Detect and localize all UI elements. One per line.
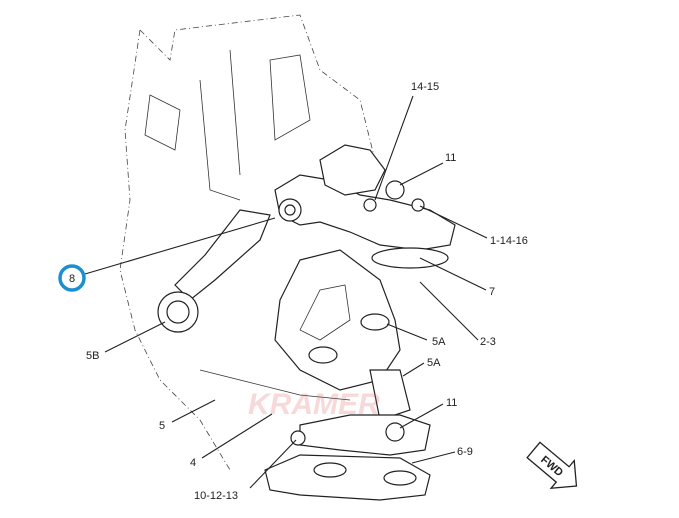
arm-8 — [174, 209, 271, 301]
bushing-5A-upper — [360, 313, 390, 331]
body-panel — [144, 94, 181, 151]
fwd-arrow-icon: FWD — [526, 441, 578, 490]
callout-8-label: 8 — [69, 273, 75, 285]
bushing-11-top — [385, 180, 405, 200]
callout-7[interactable]: 7 — [489, 286, 495, 298]
nut-1-14-16 — [411, 198, 425, 212]
body-panel-2 — [269, 54, 311, 141]
base-hole-right — [383, 470, 417, 486]
bolt-14-15 — [363, 198, 377, 212]
callout-10-12-13[interactable]: 10-12-13 — [194, 490, 238, 502]
bushing-5A-left — [308, 346, 338, 364]
highlight-ring — [58, 264, 86, 292]
leader-lines — [84, 95, 488, 489]
washer-7 — [371, 247, 449, 269]
lower-post — [369, 369, 411, 421]
callout-4[interactable]: 4 — [190, 457, 196, 469]
callout-5A-upper[interactable]: 5A — [432, 336, 446, 348]
callout-5[interactable]: 5 — [159, 420, 165, 432]
callout-11-lower[interactable]: 11 — [446, 397, 457, 409]
callout-14-15[interactable]: 14-15 — [411, 81, 439, 93]
callout-2-3[interactable]: 2-3 — [480, 336, 496, 348]
base-plate — [264, 454, 431, 501]
frame-opening — [299, 284, 351, 341]
upper-link-pin-center — [284, 204, 296, 216]
callout-6-9[interactable]: 6-9 — [457, 446, 473, 458]
base-hole-left — [313, 462, 347, 478]
lower-body-curve — [199, 369, 351, 401]
pivot-5B-inner — [166, 300, 190, 324]
machine-body-outline-left — [119, 29, 231, 471]
upper-mount — [319, 144, 386, 196]
callout-1-14-16[interactable]: 1-14-16 — [490, 235, 528, 247]
callout-5B[interactable]: 5B — [86, 350, 99, 362]
callout-8-highlighted[interactable]: 8 — [58, 264, 86, 292]
body-edge — [199, 49, 241, 201]
bushing-11-lower — [385, 422, 405, 442]
machine-body-outline — [139, 14, 376, 161]
callout-5A-lower[interactable]: 5A — [427, 357, 441, 369]
callout-11-top[interactable]: 11 — [445, 152, 456, 164]
lower-link — [299, 414, 431, 456]
watermark-logo: KRAMER — [248, 388, 380, 421]
